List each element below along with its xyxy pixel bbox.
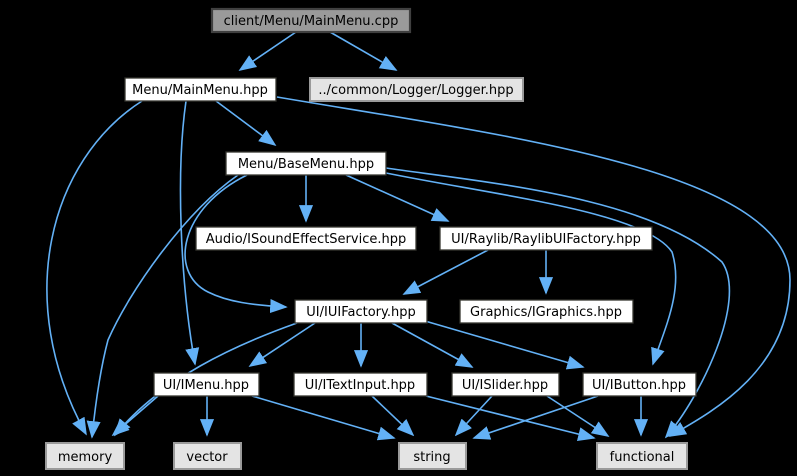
edge-mainmenu-hpp-to-basemenu-hpp: [215, 100, 277, 147]
edge-imenu-hpp-to-memory: [111, 395, 159, 437]
node-label: memory: [58, 450, 113, 465]
edge-basemenu-hpp-to-ibutton-hpp: [385, 172, 677, 366]
node-label: UI/Raylib/RaylibUIFactory.hpp: [451, 232, 641, 247]
node-label: Menu/BaseMenu.hpp: [238, 157, 374, 172]
node-isoundeffectservice-hpp[interactable]: Audio/ISoundEffectService.hpp: [195, 226, 417, 251]
node-label: UI/IMenu.hpp: [163, 378, 249, 393]
node-basemenu-hpp[interactable]: Menu/BaseMenu.hpp: [225, 151, 387, 176]
edge-islider-hpp-to-string: [454, 395, 493, 437]
node-mainmenu-cpp: client/Menu/MainMenu.cpp: [210, 7, 412, 34]
node-label: string: [413, 450, 450, 465]
edge-itextinput-hpp-to-string: [371, 395, 415, 437]
edge-layer: [46, 31, 791, 441]
node-vector: vector: [173, 442, 242, 470]
node-itextinput-hpp[interactable]: UI/ITextInput.hpp: [293, 372, 428, 397]
edge-itextinput-hpp-to-functional: [425, 395, 596, 441]
node-memory: memory: [45, 442, 125, 470]
node-label: Graphics/IGraphics.hpp: [470, 305, 622, 320]
node-ibutton-hpp[interactable]: UI/IButton.hpp: [582, 372, 697, 397]
node-raylibuifactory-hpp[interactable]: UI/Raylib/RaylibUIFactory.hpp: [439, 226, 653, 251]
edge-raylibuifactory-hpp-to-iuifactory-hpp: [402, 249, 489, 295]
node-iuifactory-hpp[interactable]: UI/IUIFactory.hpp: [294, 299, 428, 324]
edge-iuifactory-hpp-to-imenu-hpp: [248, 322, 316, 367]
edge-basemenu-hpp-to-iuifactory-hpp: [184, 174, 288, 314]
edge-iuifactory-hpp-to-memory: [113, 322, 298, 437]
node-igraphics-hpp[interactable]: Graphics/IGraphics.hpp: [459, 299, 634, 324]
edge-basemenu-hpp-to-raylibuifactory-hpp: [345, 174, 450, 222]
node-imenu-hpp[interactable]: UI/IMenu.hpp: [153, 372, 260, 397]
edge-islider-hpp-to-functional: [546, 395, 610, 437]
edge-iuifactory-hpp-to-ibutton-hpp: [424, 320, 585, 370]
node-label: UI/IUIFactory.hpp: [306, 305, 415, 320]
edge-mainmenu-cpp-to-logger-hpp: [329, 31, 398, 71]
node-label: UI/ISlider.hpp: [462, 378, 548, 393]
node-label: UI/ITextInput.hpp: [305, 378, 415, 393]
node-label: client/Menu/MainMenu.cpp: [224, 14, 399, 29]
node-label: Menu/MainMenu.hpp: [132, 83, 268, 98]
node-label: UI/IButton.hpp: [592, 378, 686, 393]
node-label: ../common/Logger/Logger.hpp: [318, 83, 513, 98]
node-functional: functional: [596, 442, 688, 470]
node-label: functional: [610, 450, 675, 465]
edge-basemenu-hpp-to-functional: [385, 167, 731, 439]
node-islider-hpp[interactable]: UI/ISlider.hpp: [451, 372, 560, 397]
edge-basemenu-hpp-to-memory: [86, 174, 239, 439]
node-string: string: [398, 442, 467, 470]
node-label: vector: [186, 450, 228, 465]
edge-mainmenu-hpp-to-imenu-hpp: [179, 100, 200, 366]
edge-ibutton-hpp-to-string: [472, 395, 599, 440]
edge-imenu-hpp-to-string: [251, 395, 396, 441]
node-label: Audio/ISoundEffectService.hpp: [206, 232, 406, 247]
edge-mainmenu-hpp-to-functional: [276, 96, 791, 437]
edge-mainmenu-cpp-to-mainmenu-hpp: [238, 31, 297, 71]
edge-iuifactory-hpp-to-islider-hpp: [391, 322, 474, 368]
node-logger-hpp: ../common/Logger/Logger.hpp: [309, 77, 524, 102]
node-mainmenu-hpp[interactable]: Menu/MainMenu.hpp: [124, 77, 277, 102]
edge-mainmenu-hpp-to-memory: [46, 100, 143, 436]
